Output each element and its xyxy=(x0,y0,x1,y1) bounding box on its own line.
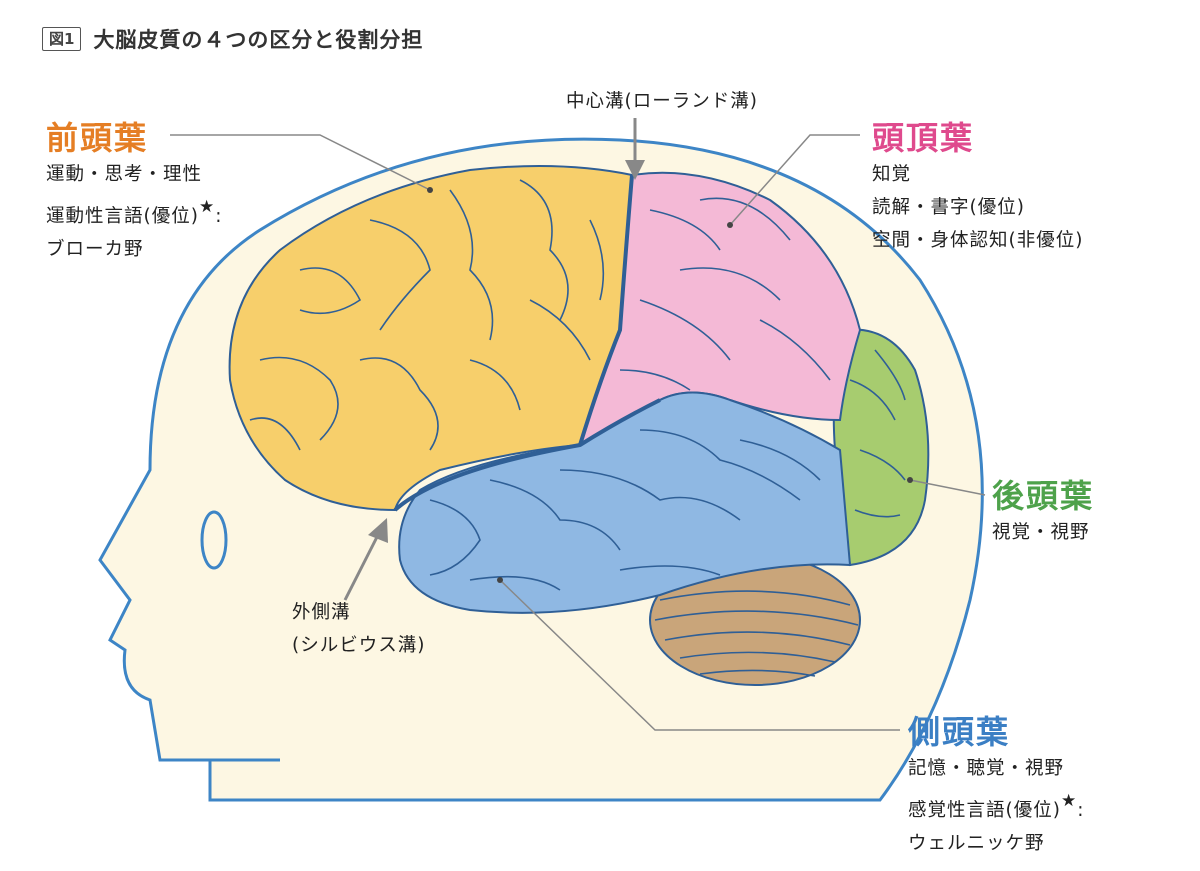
frontal-function-3: ブローカ野 xyxy=(46,239,144,260)
parietal-lobe-label: 頭頂葉 知覚 読解・書字(優位) 空間・身体認知(非優位) xyxy=(872,118,1083,257)
lateral-sulcus-arrow xyxy=(343,518,388,601)
occipital-lobe-name: 後頭葉 xyxy=(992,477,1095,515)
parietal-function-3: 空間・身体認知(非優位) xyxy=(872,230,1084,251)
frontal-lobe-label: 前頭葉 運動・思考・理性 運動性言語(優位)★: ブローカ野 xyxy=(46,118,222,266)
temporal-lobe-name: 側頭葉 xyxy=(908,713,1011,751)
figure-title: 図1 大脳皮質の４つの区分と役割分担 xyxy=(42,22,423,56)
central-sulcus-line xyxy=(578,174,634,446)
lateral-sulcus-line2: (シルビウス溝) xyxy=(292,635,426,656)
lateral-sulcus-line xyxy=(393,398,661,512)
temporal-function-2: 感覚性言語(優位)★: xyxy=(908,785,1084,827)
temporal-function-3: ウェルニッケ野 xyxy=(908,833,1045,854)
central-sulcus-label: 中心溝(ローランド溝) xyxy=(566,91,758,112)
colon-mark: : xyxy=(215,206,223,227)
parietal-function-2: 読解・書字(優位) xyxy=(872,197,1025,218)
frontal-function-1: 運動・思考・理性 xyxy=(46,164,203,185)
star-mark: ★ xyxy=(1060,791,1078,811)
figure-number-badge: 図1 xyxy=(42,27,82,51)
lateral-sulcus-label: 外側溝 (シルビウス溝) xyxy=(292,596,425,662)
leader-lines xyxy=(170,134,986,731)
frontal-function-2-text: 運動性言語(優位) xyxy=(46,206,199,227)
central-sulcus-arrow xyxy=(625,118,645,180)
temporal-function-1: 記憶・聴覚・視野 xyxy=(908,758,1065,779)
occipital-lobe-label: 後頭葉 視覚・視野 xyxy=(992,476,1094,549)
parietal-lobe-name: 頭頂葉 xyxy=(872,119,975,157)
leader-dots xyxy=(427,187,913,583)
figure-title-text: 大脳皮質の４つの区分と役割分担 xyxy=(93,28,424,52)
parietal-function-1: 知覚 xyxy=(872,164,912,185)
temporal-lobe-label: 側頭葉 記憶・聴覚・視野 感覚性言語(優位)★: ウェルニッケ野 xyxy=(908,712,1084,860)
star-mark: ★ xyxy=(198,197,216,217)
temporal-lobe xyxy=(398,391,852,614)
temporal-function-2-text: 感覚性言語(優位) xyxy=(908,800,1061,821)
frontal-function-2: 運動性言語(優位)★: xyxy=(46,191,222,233)
colon-mark: : xyxy=(1077,800,1085,821)
lateral-sulcus-line1: 外側溝 xyxy=(292,602,351,623)
frontal-lobe-name: 前頭葉 xyxy=(46,119,149,157)
occipital-function-1: 視覚・視野 xyxy=(992,522,1090,543)
ear xyxy=(200,510,228,570)
